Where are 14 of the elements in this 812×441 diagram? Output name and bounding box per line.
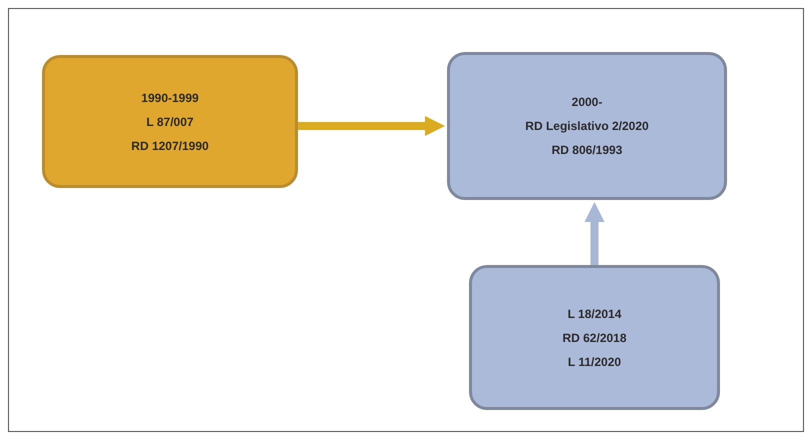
node-text: RD 1207/1990 — [131, 138, 209, 152]
node-text: L 18/2014 — [568, 306, 622, 320]
node-text: RD Legislativo 2/2020 — [525, 119, 649, 133]
node-text: RD 806/1993 — [552, 143, 622, 157]
rounded-box — [447, 52, 727, 200]
rounded-box — [469, 265, 720, 410]
node-text: 1990-1999 — [141, 90, 199, 104]
node-text: L 87/007 — [146, 114, 194, 128]
arrow — [298, 116, 445, 136]
node-text: 2000- — [572, 95, 602, 109]
node-text: L 11/2020 — [568, 354, 622, 368]
arrow — [584, 202, 604, 265]
node-text: RD 62/2018 — [562, 330, 627, 344]
rounded-box — [42, 55, 298, 188]
